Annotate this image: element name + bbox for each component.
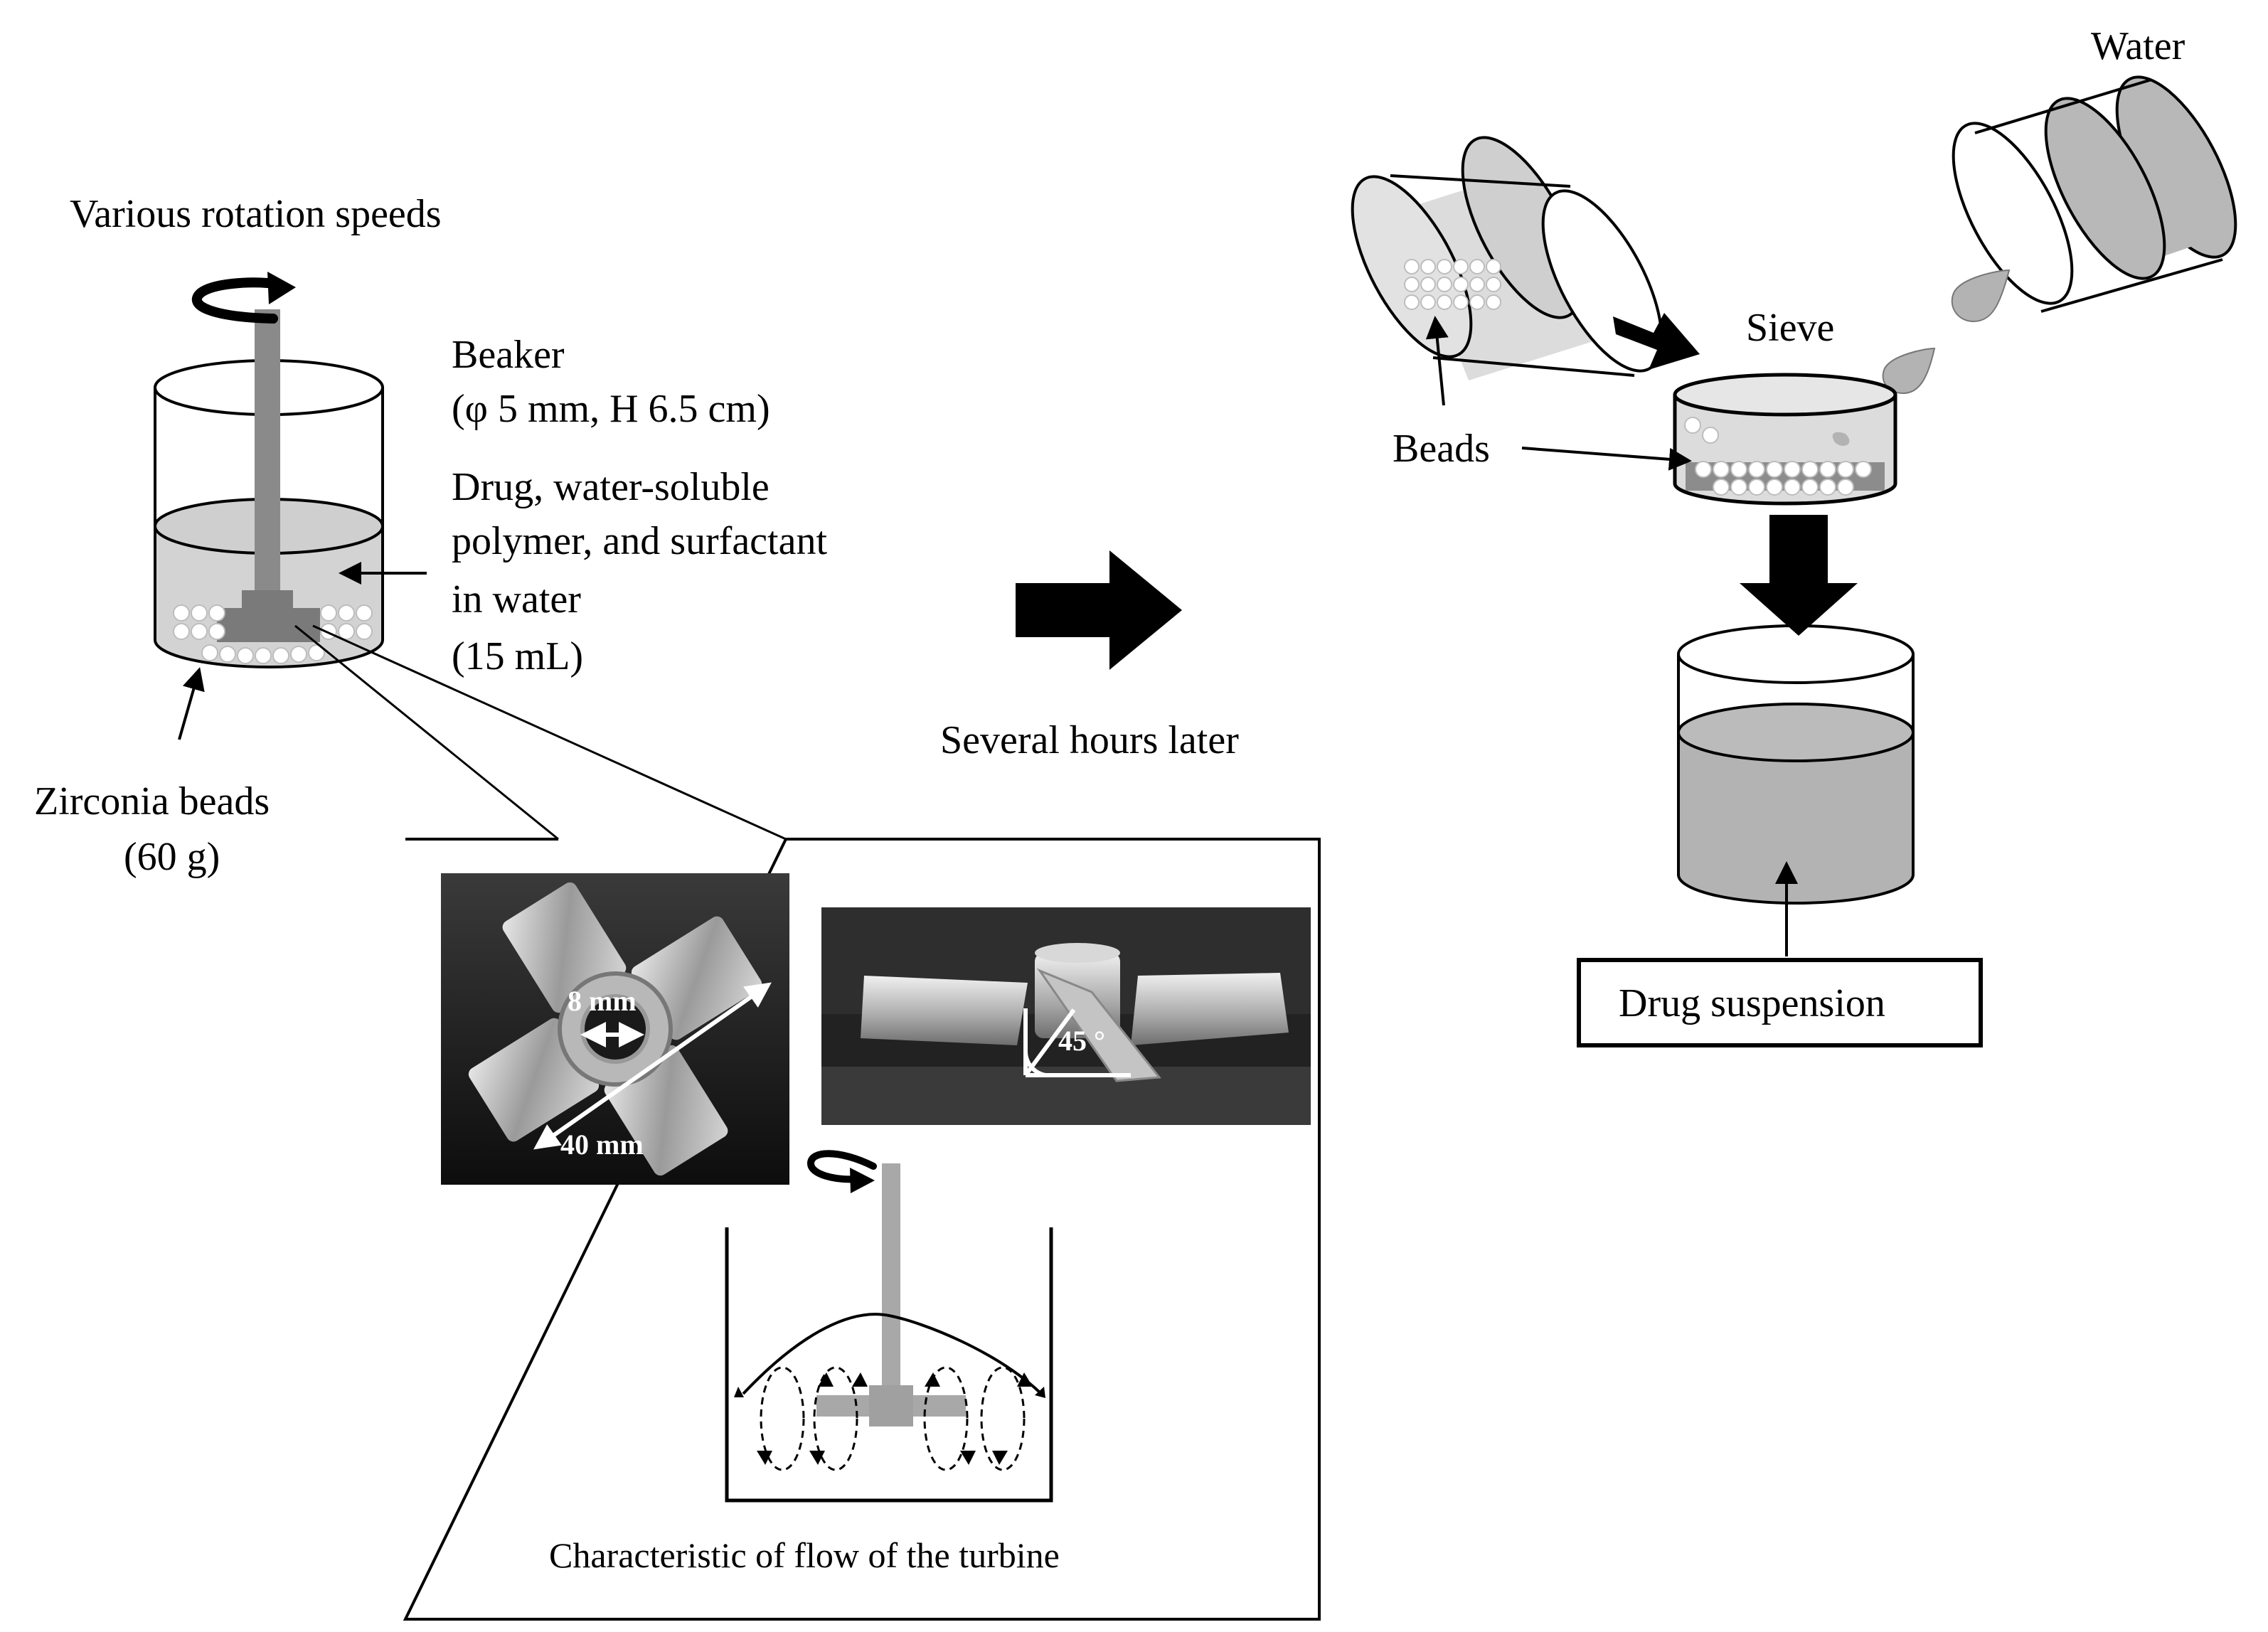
rotation-speed-label: Various rotation speeds — [70, 192, 442, 236]
mill-beaker — [154, 272, 427, 740]
zirconia-beads-mass: (60 g) — [124, 835, 220, 879]
contents-line-2: polymer, and surfactant — [452, 519, 828, 563]
small-rotation-arrow-icon — [806, 1150, 877, 1193]
angle-label: 45 ° — [1058, 1025, 1105, 1057]
beads-pointer — [1521, 447, 1692, 471]
dimension-8mm-label: 8 mm — [568, 985, 637, 1017]
dimension-40mm-label: 40 mm — [560, 1129, 644, 1161]
process-arrow-icon — [1016, 550, 1182, 670]
angle-marker — [1023, 1008, 1131, 1077]
rotation-arrow-icon — [191, 272, 296, 324]
flow-caption: Characteristic of flow of the turbine — [549, 1535, 1060, 1575]
beads-label: Beads — [1393, 427, 1490, 471]
drug-suspension-label: Drug suspension — [1619, 981, 1885, 1025]
contents-line-1: Drug, water-soluble — [452, 465, 770, 509]
turbine-side-photo — [821, 907, 1311, 1125]
contents-volume: (15 mL) — [452, 634, 584, 678]
beaker-title: Beaker — [452, 333, 565, 377]
beads-container — [1351, 136, 1663, 406]
turbine-top-photo — [441, 873, 789, 1185]
beaker-dimensions: (φ 5 mm, H 6.5 cm) — [452, 387, 770, 431]
sieve-label: Sieve — [1746, 306, 1835, 350]
dimension-line-40mm — [533, 982, 772, 1150]
down-arrow-icon — [1740, 515, 1858, 636]
contents-line-3: in water — [452, 577, 581, 622]
flow-diagram — [725, 1150, 1053, 1503]
turbine-inset — [403, 838, 1321, 1621]
product-beaker — [1677, 624, 1915, 956]
flow-loops — [760, 1366, 1026, 1471]
zirconia-beads-label: Zirconia beads — [34, 779, 270, 823]
product-label-box — [1577, 958, 1983, 1047]
pour-arrow-icon — [1613, 313, 1700, 370]
time-label: Several hours later — [940, 718, 1239, 762]
water-container — [1952, 75, 2237, 313]
sieve — [1673, 373, 1897, 506]
water-label: Water — [2091, 24, 2186, 68]
callout-lines — [294, 624, 787, 841]
